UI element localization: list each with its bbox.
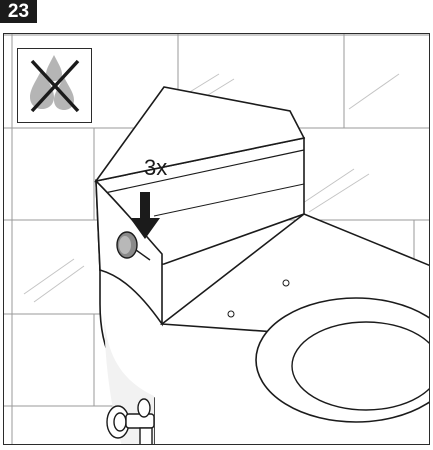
lid-rim-line-2 (153, 183, 305, 217)
water-valve (106, 398, 155, 444)
toilet-seat-opening (291, 321, 429, 411)
tank-lid (94, 86, 306, 183)
down-arrow-icon (130, 192, 160, 239)
press-count-label: 3x (144, 155, 168, 180)
flush-button (116, 231, 151, 261)
toilet-illustration (4, 34, 429, 444)
seat-hole-left (227, 310, 235, 318)
lid-rim-line (99, 149, 305, 195)
seat-hole-right (282, 279, 290, 287)
step-number-badge: 23 (0, 0, 37, 23)
no-water-graphic (30, 55, 80, 113)
illustration-frame: 3x (3, 33, 430, 445)
no-water-icon (17, 48, 92, 123)
